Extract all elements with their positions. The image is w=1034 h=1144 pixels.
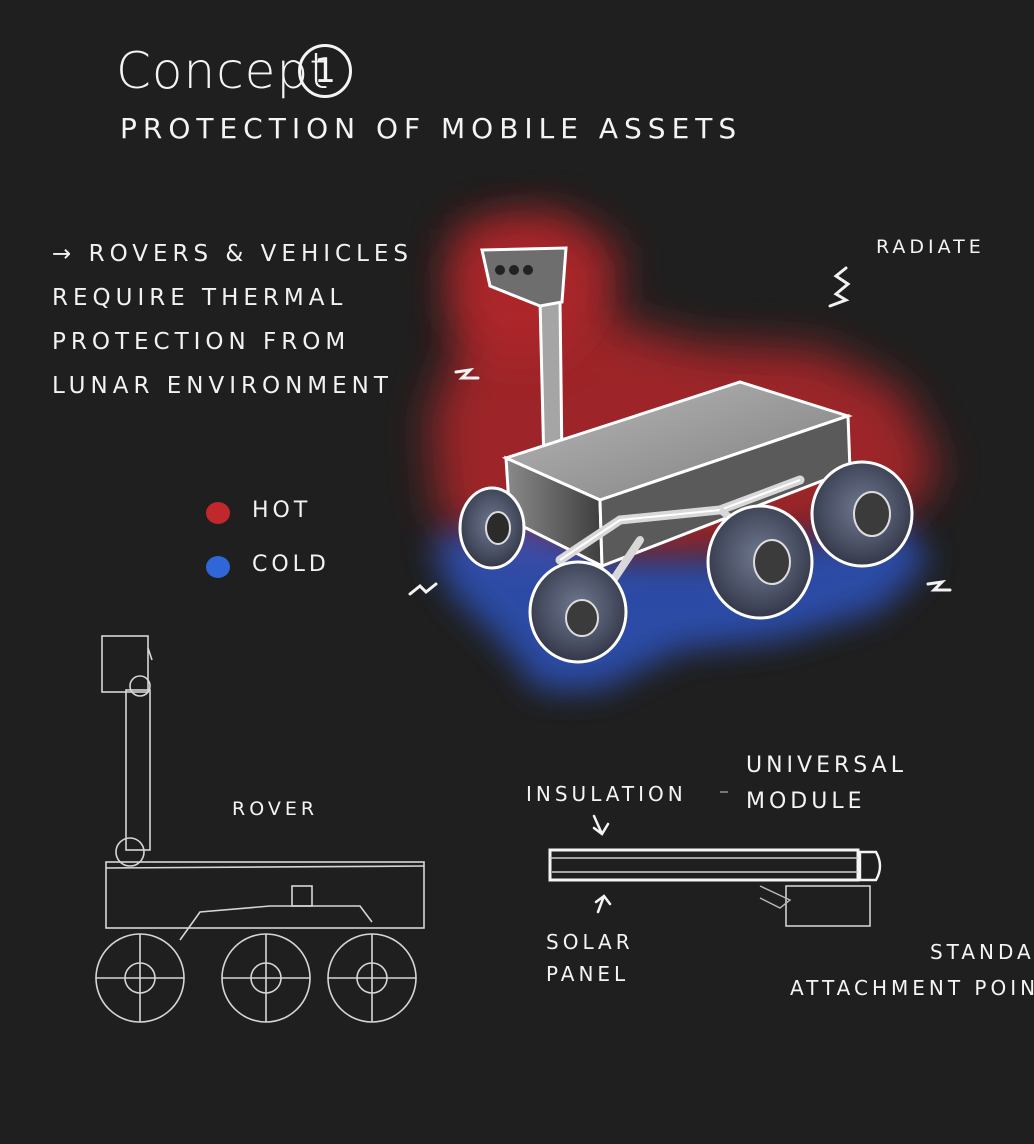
callout-arrows (592, 814, 612, 914)
concept-subtitle: PROTECTION OF MOBILE ASSETS (120, 112, 743, 145)
label-rover: ROVER (232, 798, 319, 820)
concept-number-badge: 1 (298, 44, 352, 98)
note-line-1: → ROVERS & VEHICLES (52, 241, 414, 267)
wheel-rear-right (810, 460, 914, 568)
wheel-front-left (528, 560, 628, 664)
squiggle-icon (926, 579, 952, 592)
label-radiate: RADIATE (876, 236, 985, 258)
note-line-4: LUNAR ENVIRONMENT (52, 373, 393, 399)
rover-side-sketch (95, 635, 425, 1023)
wheel-rear-left (458, 486, 526, 570)
hot-dot-icon (206, 502, 230, 524)
requirement-note: → ROVERS & VEHICLES REQUIRE THERMAL PROT… (52, 232, 412, 408)
universal-module-sketch (548, 791, 882, 927)
squiggle-icon (828, 266, 851, 308)
note-line-3: PROTECTION FROM (52, 329, 351, 355)
label-universal-module: UNIVERSAL MODULE (746, 753, 907, 814)
legend-label-cold: COLD (252, 552, 330, 577)
rover-illustration (458, 246, 914, 664)
label-insulation: INSULATION (526, 782, 687, 806)
wheel-middle-right (706, 504, 814, 620)
arrow-up-icon (594, 894, 612, 914)
concept-title: Concept (116, 42, 330, 100)
squiggle-marks (408, 266, 952, 596)
arrow-down-icon (592, 814, 610, 836)
legend-label-hot: HOT (252, 498, 312, 523)
note-line-2: REQUIRE THERMAL (52, 285, 348, 311)
squiggle-icon (408, 582, 438, 596)
cold-dot-icon (206, 556, 230, 578)
squiggle-icon (454, 367, 480, 380)
label-solar-panel: SOLAR PANEL (546, 930, 634, 986)
label-standard-attachment-points: STANDARD ATTACHMENT POINTS (790, 940, 1034, 1000)
arrow-icon: → (52, 241, 77, 267)
